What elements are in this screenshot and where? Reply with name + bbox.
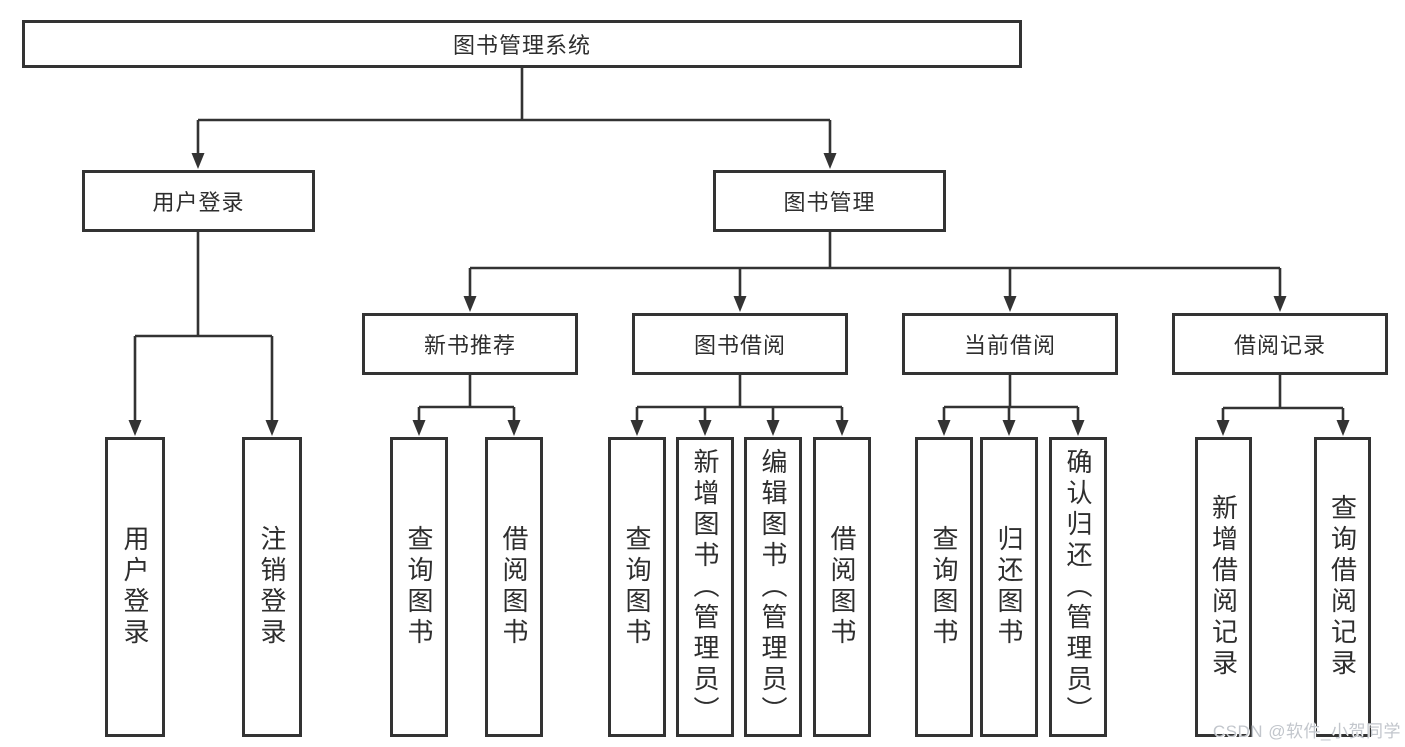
connector-current-borrowing-to-leaves: [942, 375, 1080, 421]
arrowhead: [1216, 420, 1230, 436]
arrowhead: [463, 296, 477, 312]
arrowhead: [766, 420, 780, 436]
node-new-book-recommend: 新书推荐: [362, 313, 578, 375]
connector-new-book-recommend-to-leaves: [417, 375, 516, 421]
leaf-user-login: 用户登录: [105, 437, 165, 737]
arrowhead: [412, 420, 426, 436]
connector-root-to-level2: [196, 68, 832, 156]
arrowhead: [265, 420, 279, 436]
connector-book-borrowing-to-leaves: [635, 375, 844, 421]
connector-borrowing-records-to-leaves: [1221, 375, 1345, 422]
leaf-borrowing-query-books: 查询图书: [608, 437, 666, 737]
leaf-add-books-admin: 新增图书（管理员）: [676, 437, 734, 737]
arrowhead: [937, 420, 951, 436]
leaf-logout: 注销登录: [242, 437, 302, 737]
connector-user-login-to-leaves: [133, 232, 274, 421]
arrowhead: [835, 420, 849, 436]
arrowhead: [698, 420, 712, 436]
arrowhead: [1336, 420, 1350, 436]
arrowhead: [128, 420, 142, 436]
node-book-borrowing: 图书借阅: [632, 313, 848, 375]
arrowhead: [507, 420, 521, 436]
leaf-confirm-return-admin: 确认归还（管理员）: [1049, 437, 1107, 737]
node-user-login: 用户登录: [82, 170, 315, 232]
arrowheads: [128, 153, 1350, 436]
leaf-return-books: 归还图书: [980, 437, 1038, 737]
leaf-query-borrow-record: 查询借阅记录: [1314, 437, 1371, 737]
node-book-management: 图书管理: [713, 170, 946, 232]
arrowhead: [1003, 296, 1017, 312]
leaf-current-query-books: 查询图书: [915, 437, 973, 737]
arrowhead: [823, 153, 837, 169]
node-current-borrowing: 当前借阅: [902, 313, 1118, 375]
leaf-borrowing-borrow-books: 借阅图书: [813, 437, 871, 737]
arrowhead: [630, 420, 644, 436]
arrowhead: [733, 296, 747, 312]
connector-book-management-to-level3: [468, 232, 1282, 297]
arrowhead: [191, 153, 205, 169]
arrowhead: [1002, 420, 1016, 436]
csdn-watermark: CSDN @软件_小贺同学: [1212, 722, 1401, 741]
arrowhead: [1273, 296, 1287, 312]
node-borrowing-records: 借阅记录: [1172, 313, 1388, 375]
arrowhead: [1071, 420, 1085, 436]
leaf-add-borrow-record: 新增借阅记录: [1195, 437, 1252, 737]
leaf-recommend-borrow-books: 借阅图书: [485, 437, 543, 737]
leaf-recommend-query-books: 查询图书: [390, 437, 448, 737]
leaf-edit-books-admin: 编辑图书（管理员）: [744, 437, 802, 737]
node-root: 图书管理系统: [22, 20, 1022, 68]
